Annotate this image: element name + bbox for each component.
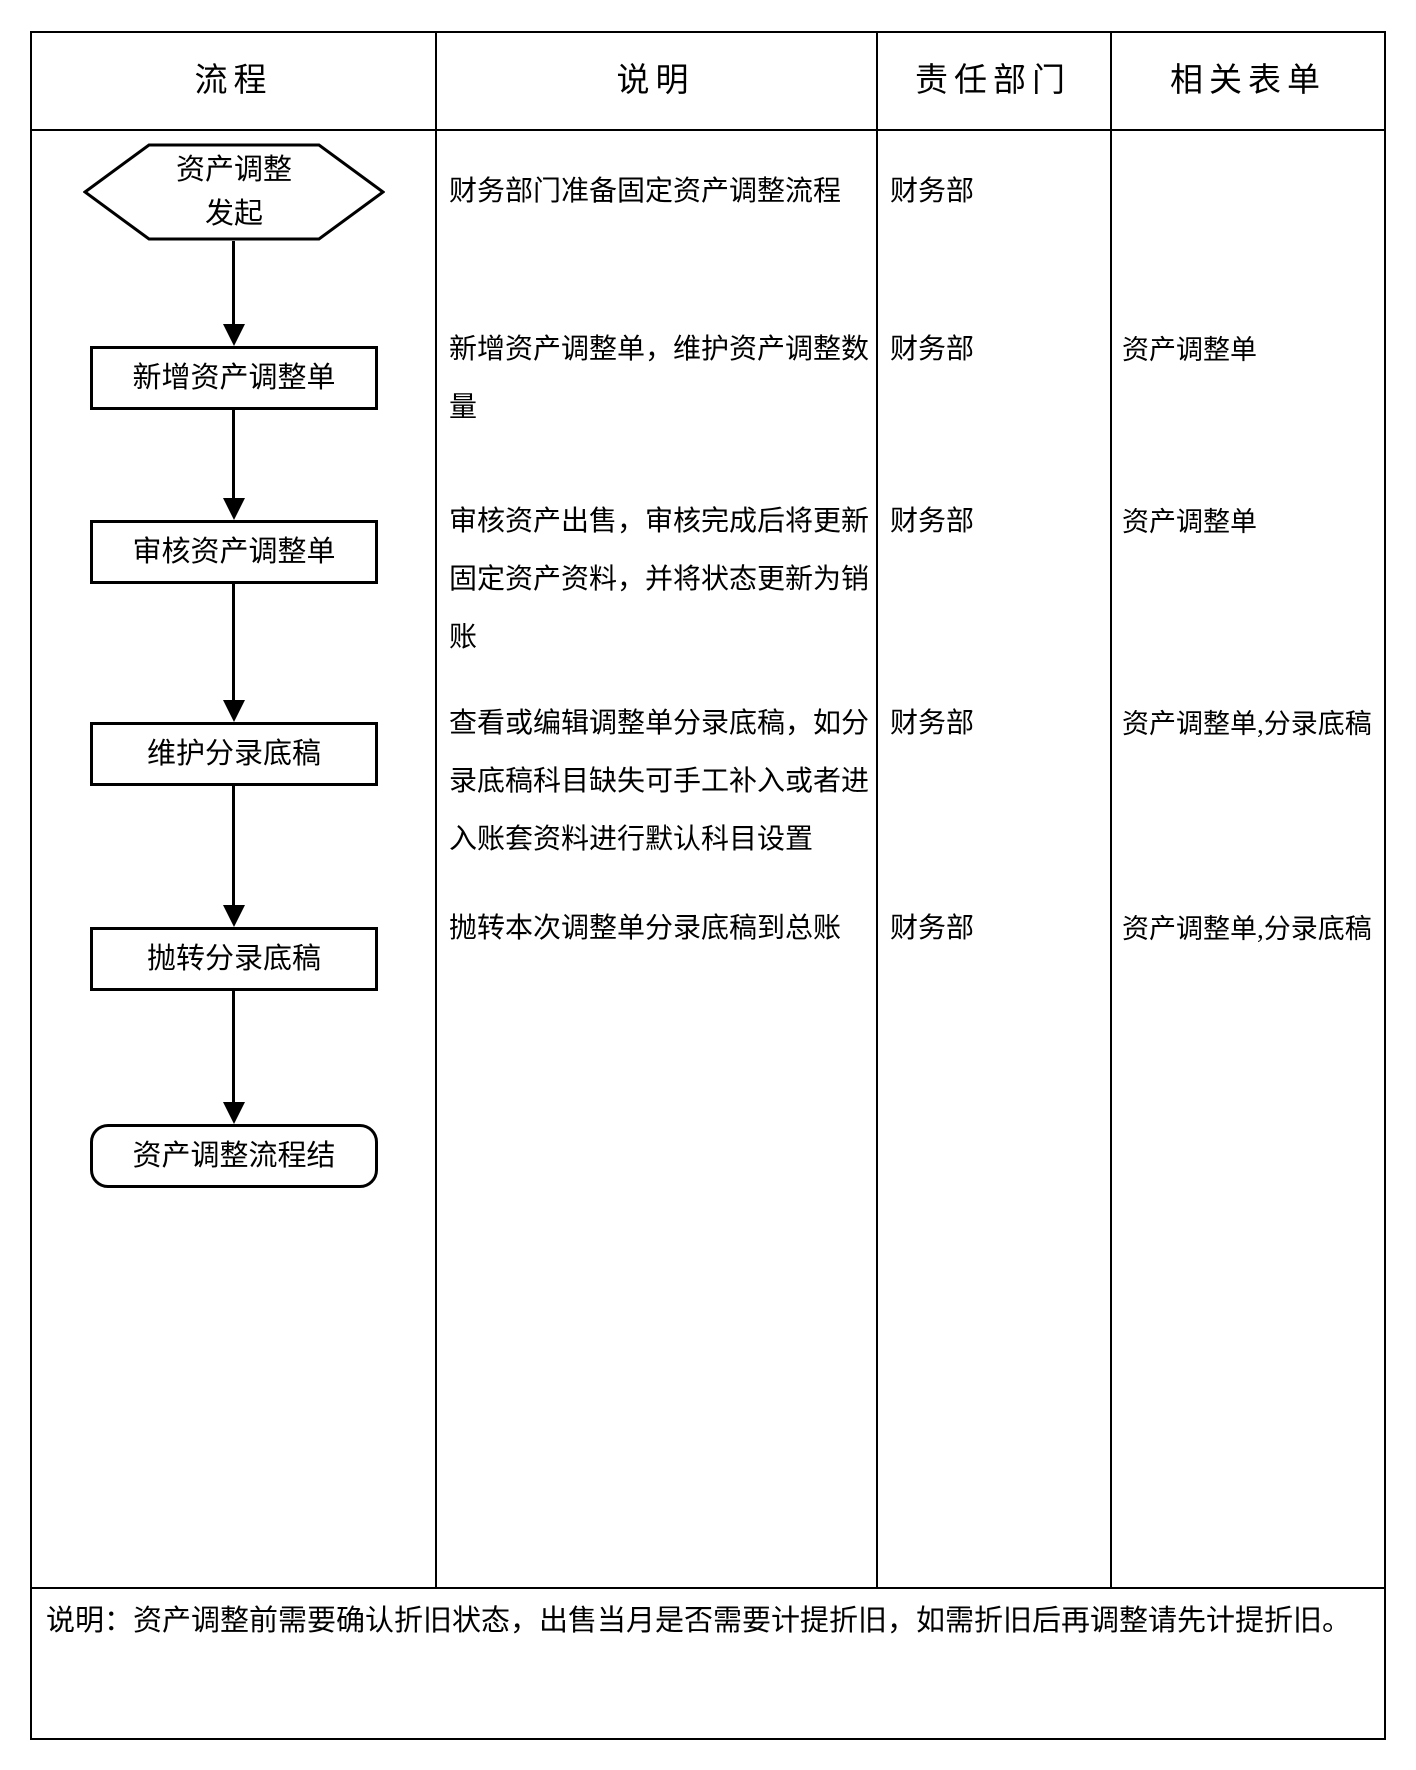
flow-arrow-4: [232, 786, 235, 907]
footer-divider: [32, 1587, 1384, 1589]
flow-step-maintain-draft: 维护分录底稿: [90, 722, 378, 786]
row-department: 财务部: [890, 506, 975, 537]
row-forms: 资产调整单,分录底稿: [1122, 709, 1372, 739]
row-description: 审核资产出售，审核完成后将更新固定资产资料，并将状态更新为销账: [449, 506, 870, 653]
flow-step-post-draft: 抛转分录底稿: [90, 927, 378, 991]
row-forms: 资产调整单,分录底稿: [1122, 914, 1372, 944]
flow-start-shape: 资产调整 发起: [83, 143, 385, 241]
flow-arrow-5-head: [223, 1102, 245, 1124]
header-divider: [32, 129, 1384, 131]
column-divider-1: [435, 33, 437, 1587]
column-divider-3: [1110, 33, 1112, 1587]
column-header-forms: 相关表单: [1170, 63, 1326, 99]
column-divider-2: [876, 33, 878, 1587]
row-department: 财务部: [890, 176, 975, 207]
flow-arrow-5: [232, 991, 235, 1104]
row-department: 财务部: [890, 913, 975, 944]
flow-arrow-3-head: [223, 700, 245, 722]
flow-step-create-adjustment: 新增资产调整单: [90, 346, 378, 410]
flow-start-label: 资产调整 发起: [83, 148, 385, 236]
flow-arrow-2: [232, 410, 235, 500]
flow-arrow-2-head: [223, 498, 245, 520]
column-header-department: 责任部门: [915, 63, 1071, 99]
row-description: 财务部门准备固定资产调整流程: [449, 176, 842, 207]
flow-start-label-line1: 资产调整: [175, 154, 292, 186]
row-description: 抛转本次调整单分录底稿到总账: [449, 913, 842, 944]
flow-end-shape: 资产调整流程结: [90, 1124, 378, 1188]
row-forms: 资产调整单: [1122, 507, 1257, 537]
hexagon-outline: [83, 143, 385, 241]
row-department: 财务部: [890, 334, 975, 365]
flow-step-review-adjustment: 审核资产调整单: [90, 520, 378, 584]
footer-note: 说明：资产调整前需要确认折旧状态，出售当月是否需要计提折旧，如需折旧后再调整请先…: [46, 1605, 1352, 1637]
process-table: 流程 说明 责任部门 相关表单 资产调整 发起 新增资产调整单 审核资产调整单 …: [30, 31, 1386, 1740]
flow-arrow-1-head: [223, 324, 245, 346]
flow-arrow-1: [232, 241, 235, 326]
column-header-description: 说明: [616, 63, 695, 99]
row-department: 财务部: [890, 708, 975, 739]
row-description: 新增资产调整单，维护资产调整数量: [449, 334, 870, 423]
row-description: 查看或编辑调整单分录底稿，如分录底稿科目缺失可手工补入或者进入账套资料进行默认科…: [449, 708, 870, 855]
row-forms: 资产调整单: [1122, 335, 1257, 365]
column-header-process: 流程: [194, 63, 273, 99]
flow-arrow-4-head: [223, 905, 245, 927]
flow-arrow-3: [232, 584, 235, 702]
flow-start-label-line2: 发起: [204, 198, 263, 230]
